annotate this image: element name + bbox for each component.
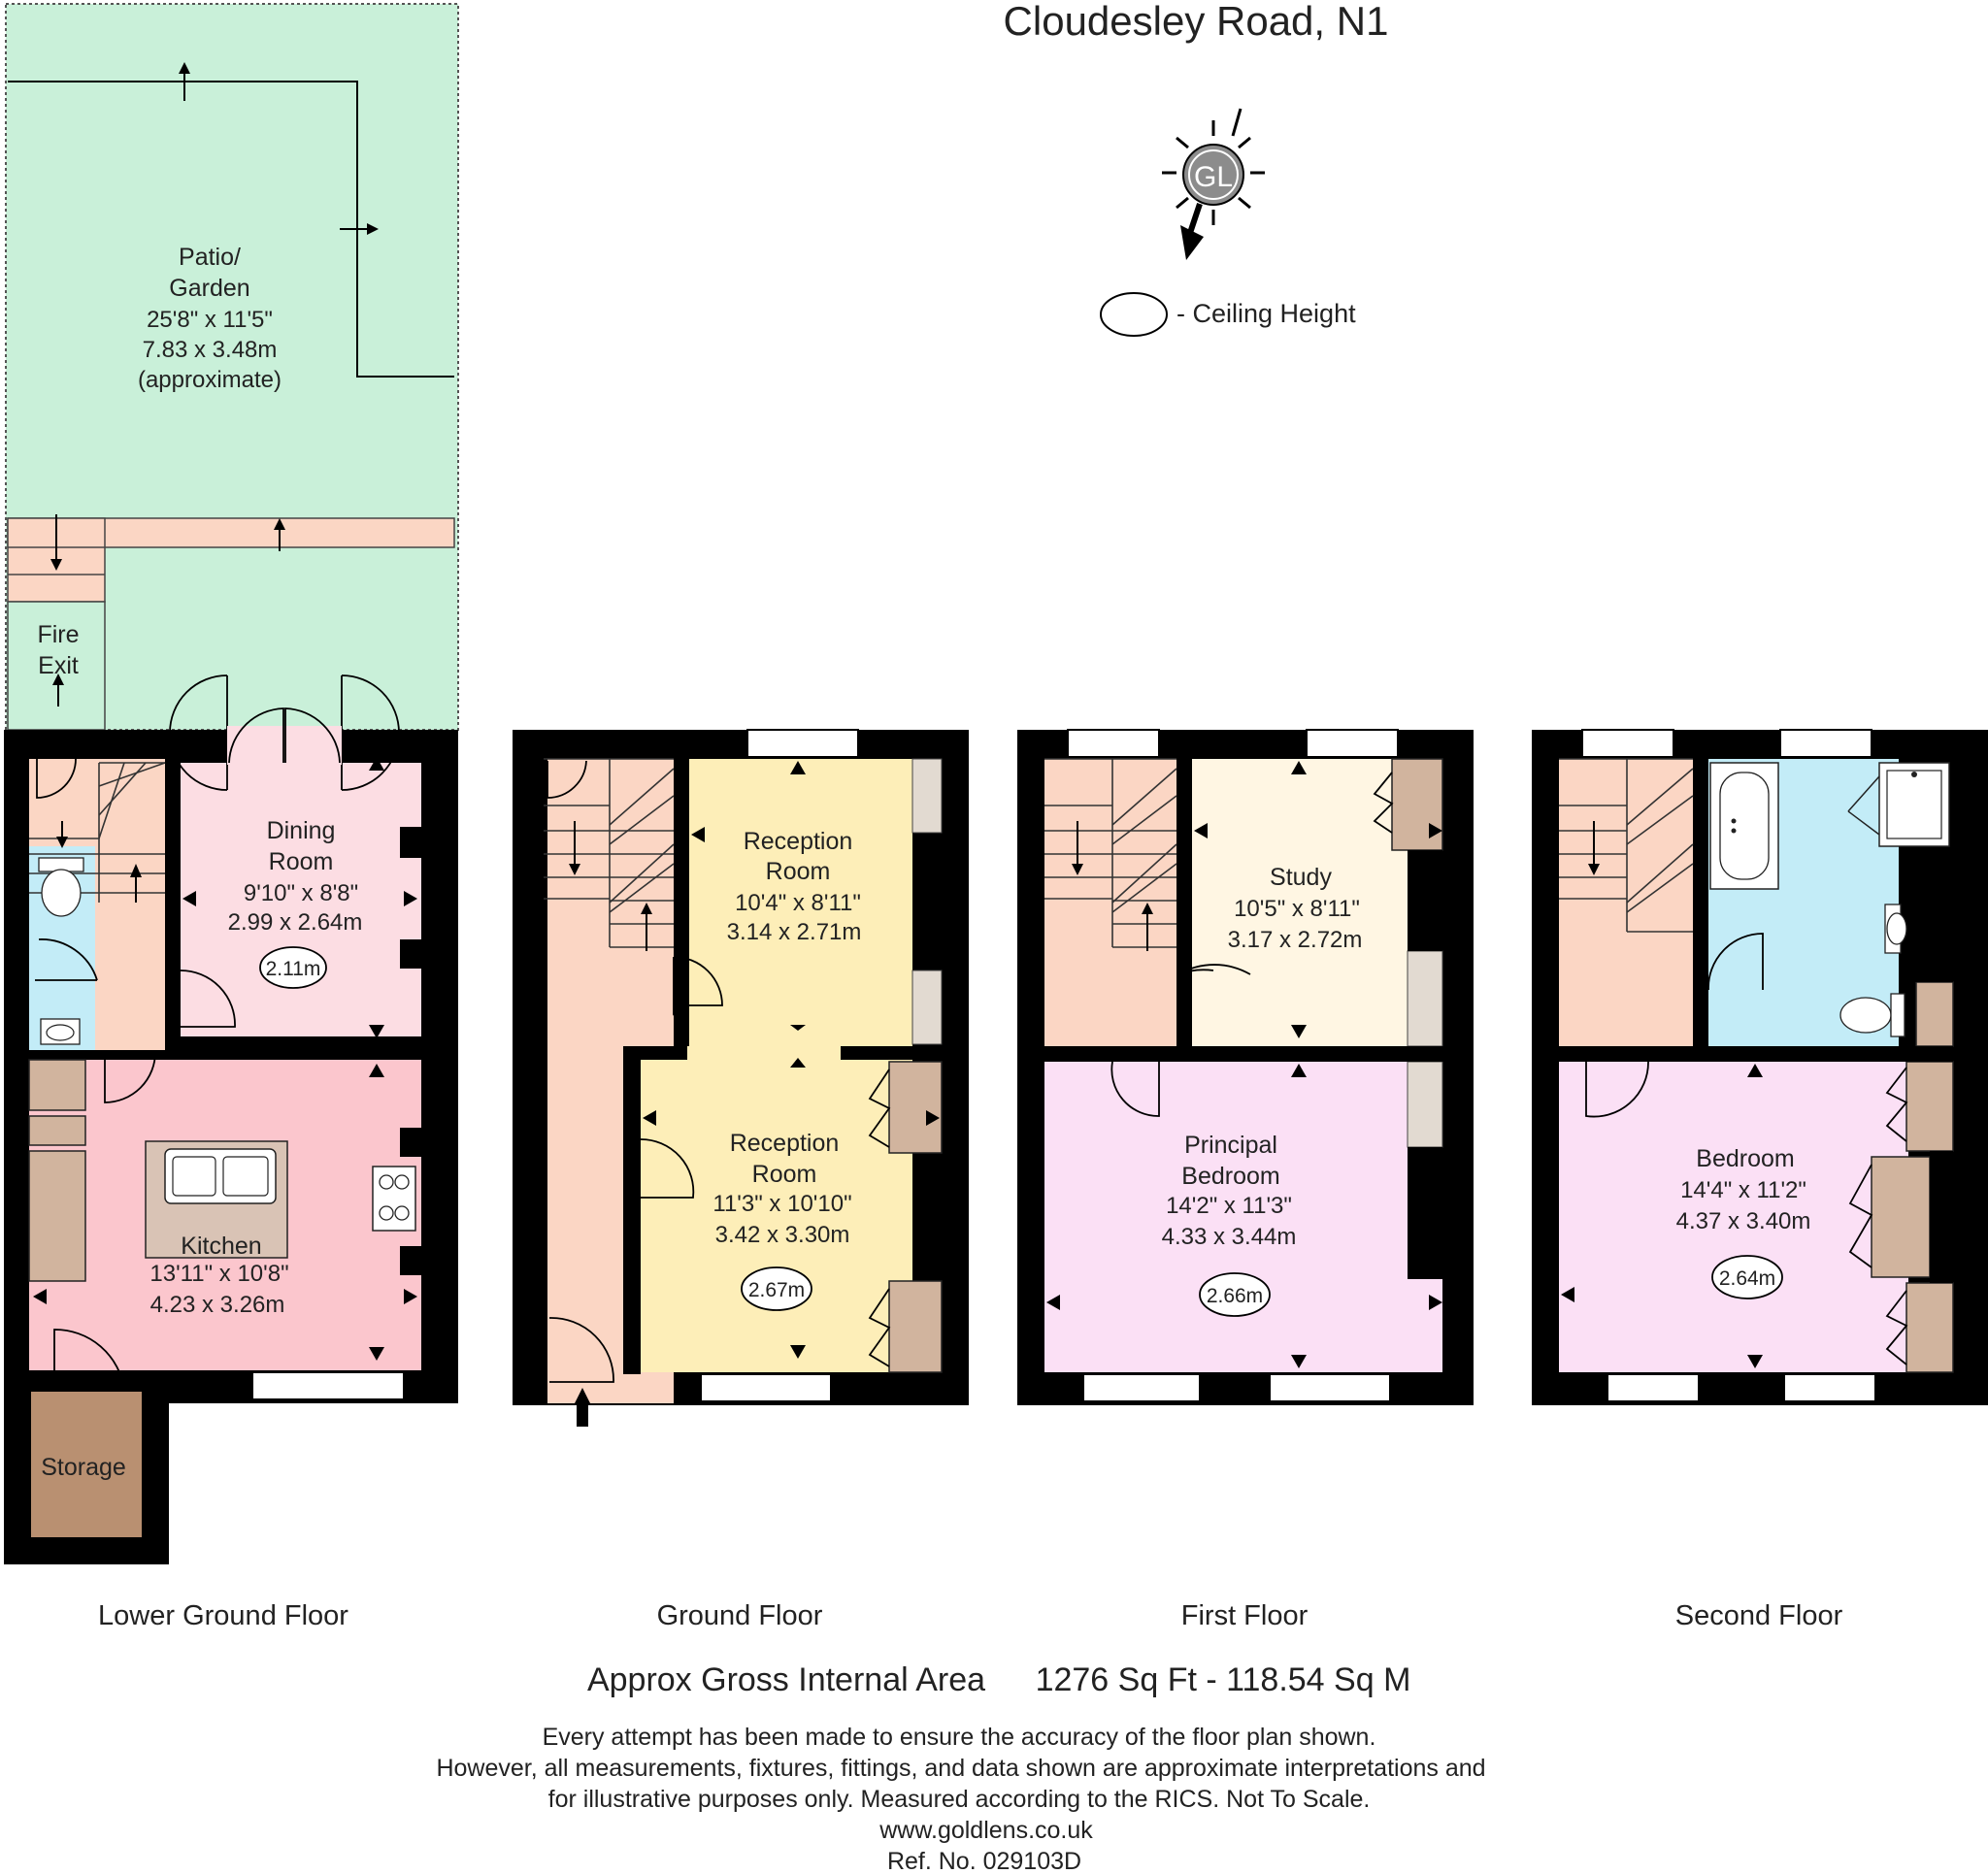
reference-number: Ref. No. 029103D [887, 1848, 1081, 1874]
principal-bedroom-imperial: 14'2" x 11'3" [1166, 1193, 1292, 1219]
disclaimer-line2: However, all measurements, fixtures, fit… [436, 1755, 1485, 1782]
dining-imperial: 9'10" x 8'8" [244, 880, 358, 906]
storage-name: Storage [41, 1454, 126, 1481]
garden-name-line1: Patio/ [179, 244, 241, 271]
gross-area-label: Approx Gross Internal Area [587, 1661, 985, 1698]
garden-imperial: 25'8" x 11'5" [147, 307, 273, 333]
principal-bedroom-ceiling-height: 2.66m [1207, 1285, 1263, 1307]
ground-floor-label: Ground Floor [657, 1600, 823, 1631]
kitchen-imperial: 13'11" x 10'8" [149, 1261, 288, 1287]
disclaimer-line1: Every attempt has been made to ensure th… [543, 1724, 1376, 1751]
ceiling-height-legend-label: - Ceiling Height [1176, 299, 1356, 328]
disclaimer-line3: for illustrative purposes only. Measured… [548, 1786, 1371, 1813]
principal-bedroom-room [1044, 1062, 1442, 1372]
principal-bedroom-name-line2: Bedroom [1181, 1163, 1279, 1190]
gross-area-value: 1276 Sq Ft - 118.54 Sq M [1036, 1661, 1411, 1698]
bedroom-room [1559, 1062, 1908, 1372]
study-name: Study [1270, 864, 1332, 891]
reception-front-imperial: 11'3" x 10'10" [712, 1191, 851, 1217]
reception-room-front [641, 1060, 912, 1372]
lower-ground-floor-label: Lower Ground Floor [98, 1600, 348, 1631]
dining-name-line1: Dining [267, 817, 336, 844]
reception-room-rear [689, 759, 912, 1046]
bedroom-metric: 4.37 x 3.40m [1676, 1208, 1811, 1234]
dining-ceiling-height: 2.11m [266, 958, 321, 980]
fire-exit-line2: Exit [38, 652, 79, 679]
bedroom-imperial: 14'4" x 11'2" [1680, 1177, 1806, 1203]
hob-icon [372, 1166, 416, 1232]
garden-note: (approximate) [138, 367, 282, 393]
garden-name-line2: Garden [169, 275, 249, 302]
kitchen-sink-icon [164, 1148, 277, 1204]
dining-room [181, 763, 421, 1036]
ff-chimney-lower [1407, 1061, 1443, 1148]
lower-ground-floor-plan: Patio/ Garden 25'8" x 11'5" 7.83 x 3.48m… [4, 3, 459, 1564]
kitchen-name: Kitchen [181, 1233, 261, 1260]
bath-icon [1709, 762, 1779, 890]
compass-logo-text: GL [1194, 161, 1233, 193]
ceiling-height-legend-icon [1100, 292, 1168, 337]
bedroom-ceiling-height: 2.64m [1719, 1267, 1775, 1290]
toilet-icon [1839, 993, 1905, 1037]
ff-chimney-upper [1407, 950, 1443, 1047]
reception-front-ceiling-height: 2.67m [748, 1279, 805, 1301]
fire-exit-passage [7, 601, 106, 731]
property-title: Cloudesley Road, N1 [1004, 0, 1389, 44]
reception-rear-name-line2: Room [766, 858, 831, 885]
toilet-icon [38, 857, 84, 917]
dining-metric: 2.99 x 2.64m [228, 909, 363, 936]
gf-staircase [544, 758, 675, 948]
sf-landing [1559, 759, 1693, 1046]
study-imperial: 10'5" x 8'11" [1234, 896, 1360, 922]
study-room [1192, 759, 1408, 1046]
ff-landing [1044, 759, 1176, 1046]
first-floor-label: First Floor [1181, 1600, 1309, 1631]
gf-chimney-rear [911, 758, 943, 834]
compass-icon: GL [1162, 108, 1265, 260]
second-floor-label: Second Floor [1675, 1600, 1843, 1631]
reception-rear-name-line1: Reception [744, 828, 853, 855]
fire-exit-line1: Fire [37, 621, 79, 648]
gf-chimney-mid [911, 970, 943, 1045]
reception-front-name-line1: Reception [730, 1130, 840, 1157]
gf-hall-lower [547, 955, 623, 1403]
study-metric: 3.17 x 2.72m [1228, 927, 1363, 953]
first-floor-plan: Study 10'5" x 8'11" 3.17 x 2.72m Princip… [1017, 729, 1474, 1405]
bedroom-name: Bedroom [1696, 1145, 1794, 1172]
basin-icon [1884, 904, 1907, 954]
website-link[interactable]: www.goldlens.co.uk [878, 1817, 1093, 1844]
storage-room [31, 1392, 142, 1537]
sf-staircase [1559, 758, 1694, 933]
reception-rear-metric: 3.14 x 2.71m [727, 919, 862, 945]
second-floor-plan: Bedroom 14'4" x 11'2" 4.37 x 3.40m 2.64m [1532, 729, 1988, 1405]
dining-name-line2: Room [269, 848, 334, 875]
shower-icon [1847, 762, 1950, 847]
reception-front-metric: 3.42 x 3.30m [715, 1222, 850, 1248]
reception-rear-imperial: 10'4" x 8'11" [735, 890, 861, 916]
ground-floor-plan: Reception Room 10'4" x 8'11" 3.14 x 2.71… [513, 729, 969, 1427]
principal-bedroom-metric: 4.33 x 3.44m [1162, 1224, 1297, 1250]
basin-icon [40, 1018, 81, 1045]
principal-bedroom-name-line1: Principal [1184, 1132, 1277, 1159]
reception-front-name-line2: Room [752, 1161, 817, 1188]
kitchen-metric: 4.23 x 3.26m [150, 1292, 285, 1318]
garden-metric: 7.83 x 3.48m [143, 337, 278, 363]
